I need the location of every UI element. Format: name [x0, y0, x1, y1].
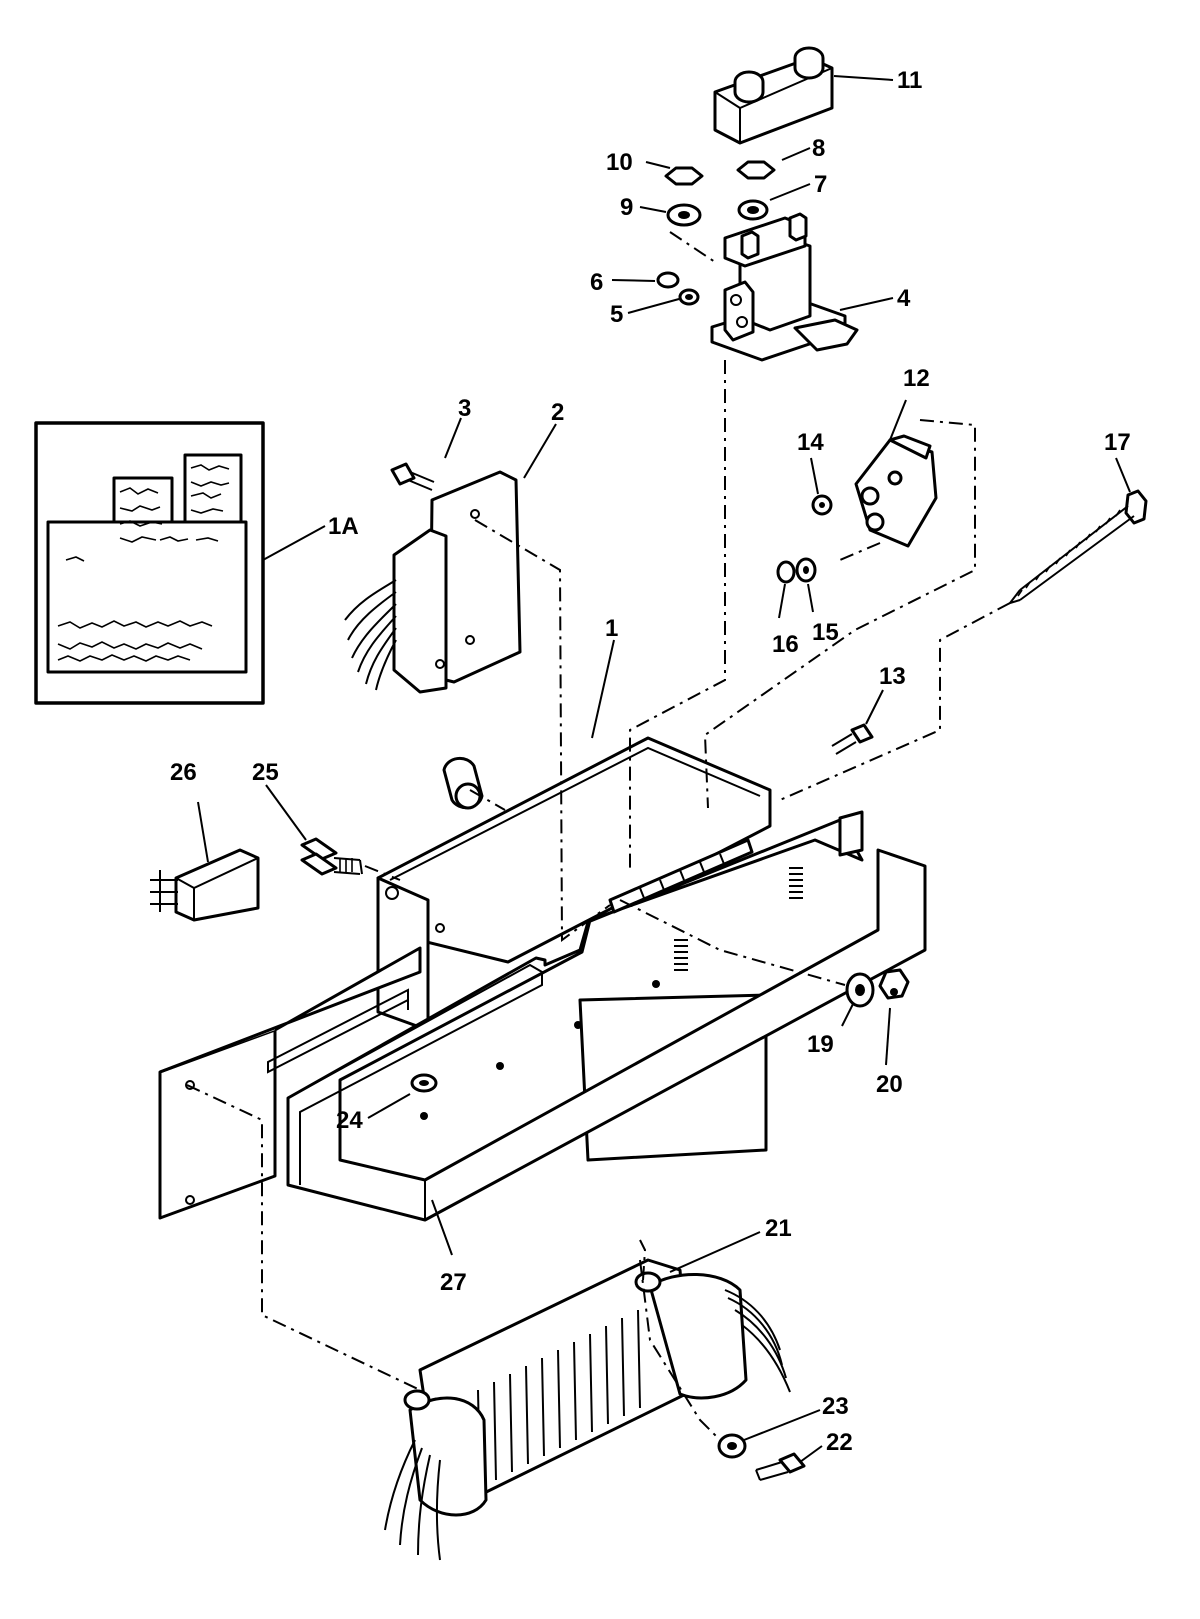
screw-item-3 — [390, 462, 435, 491]
callout-labels: 1A 1 2 3 4 5 6 7 8 9 10 11 12 13 14 15 1… — [170, 67, 1131, 1456]
callout-19: 19 — [807, 1031, 834, 1058]
tray-item-27 — [286, 810, 927, 1222]
callout-26: 26 — [170, 759, 197, 786]
washer-item-7 — [737, 199, 769, 221]
callout-21: 21 — [765, 1215, 792, 1242]
nut-item-14 — [811, 494, 833, 516]
callout-3: 3 — [458, 395, 471, 422]
module-item-2 — [344, 470, 522, 694]
callout-5: 5 — [610, 301, 623, 328]
bracket-item-11 — [713, 46, 834, 145]
callout-4: 4 — [897, 285, 911, 312]
callout-2: 2 — [551, 399, 564, 426]
nut-item-20 — [878, 968, 910, 1000]
callout-23: 23 — [822, 1393, 849, 1420]
callout-8: 8 — [812, 135, 825, 162]
callout-9: 9 — [620, 194, 633, 221]
washer-item-9 — [666, 203, 702, 227]
nut-item-8 — [736, 160, 776, 180]
connector-item-26 — [150, 848, 260, 922]
callout-27: 27 — [440, 1269, 467, 1296]
callout-1A: 1A — [328, 513, 359, 540]
nut-item-5 — [678, 288, 700, 306]
callout-25: 25 — [252, 759, 279, 786]
spacer — [442, 756, 484, 810]
bracket-box-item-1 — [158, 736, 772, 1220]
spring-left — [674, 939, 688, 971]
leader-lines — [197, 75, 1131, 1463]
washer-item-19 — [845, 972, 875, 1008]
callout-15: 15 — [812, 619, 839, 646]
lockwasher-item-6 — [656, 271, 680, 289]
assembly-lines — [186, 231, 1011, 1441]
callout-12: 12 — [903, 365, 930, 392]
screw-item-13 — [831, 723, 874, 755]
decal-inset-box — [34, 421, 265, 705]
nut-item-10 — [664, 166, 704, 186]
callout-10: 10 — [606, 149, 633, 176]
washer-item-16 — [776, 560, 796, 584]
callout-14: 14 — [797, 429, 824, 456]
callout-7: 7 — [814, 171, 827, 198]
circuit-breaker-item-12 — [854, 434, 938, 548]
washer-item-15 — [795, 557, 817, 583]
callout-11: 11 — [897, 67, 922, 94]
solenoid-item-4 — [710, 212, 859, 362]
callout-1: 1 — [605, 615, 618, 642]
callout-20: 20 — [876, 1071, 903, 1098]
hinge — [608, 838, 754, 914]
long-bolt-item-17 — [1007, 489, 1148, 605]
callout-16: 16 — [772, 631, 799, 658]
callout-22: 22 — [826, 1429, 853, 1456]
washer-item-23 — [717, 1433, 747, 1459]
callout-17: 17 — [1104, 429, 1131, 456]
callout-13: 13 — [879, 663, 906, 690]
callout-24: 24 — [336, 1107, 363, 1134]
bolt-item-22 — [755, 1452, 806, 1481]
ecm-item-21 — [384, 1258, 791, 1561]
wing-screw-item-25 — [300, 837, 363, 876]
spring-right — [789, 867, 803, 899]
callout-6: 6 — [590, 269, 603, 296]
